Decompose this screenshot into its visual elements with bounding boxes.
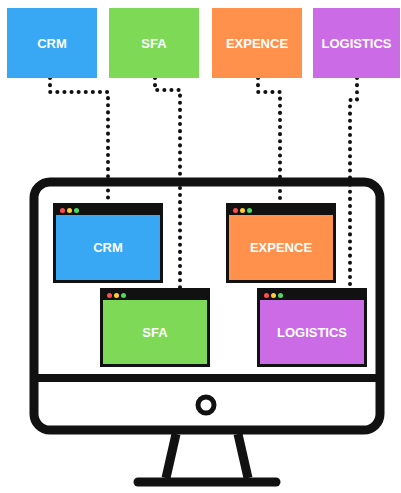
app-label: CRM — [93, 240, 123, 255]
window-button — [60, 208, 65, 213]
app-label: LOGISTICS — [321, 36, 391, 51]
dotted-connector — [50, 78, 108, 203]
window-button — [74, 208, 79, 213]
app-window: EXPENCE — [226, 203, 336, 283]
app-tile: LOGISTICS — [313, 8, 400, 78]
app-window: CRM — [53, 203, 163, 283]
window-button — [247, 208, 252, 213]
app-tile: CRM — [7, 8, 97, 78]
power-button — [198, 397, 214, 413]
window-button — [271, 293, 276, 298]
dotted-connector — [258, 78, 280, 203]
dotted-connector — [350, 78, 357, 288]
app-label: EXPENCE — [226, 36, 288, 51]
monitor-stand — [166, 434, 248, 478]
window-title-bar — [103, 291, 207, 300]
window-button — [67, 208, 72, 213]
window-button — [107, 293, 112, 298]
window-button — [233, 208, 238, 213]
window-title-bar — [56, 206, 160, 215]
window-button — [264, 293, 269, 298]
window-button — [240, 208, 245, 213]
window-button — [114, 293, 119, 298]
app-tile: EXPENCE — [212, 8, 302, 78]
window-title-bar — [260, 291, 364, 300]
window-button — [121, 293, 126, 298]
app-label: LOGISTICS — [277, 325, 347, 340]
app-label: CRM — [37, 36, 67, 51]
monitor-divider — [34, 374, 380, 382]
app-window: LOGISTICS — [257, 288, 367, 367]
app-label: EXPENCE — [250, 240, 312, 255]
app-label: SFA — [141, 36, 166, 51]
app-tile: SFA — [109, 8, 199, 78]
app-window: SFA — [100, 288, 210, 367]
window-button — [278, 293, 283, 298]
monitor-base — [138, 478, 276, 487]
app-label: SFA — [142, 325, 167, 340]
window-title-bar — [229, 206, 333, 215]
monitor-frame — [34, 182, 380, 430]
